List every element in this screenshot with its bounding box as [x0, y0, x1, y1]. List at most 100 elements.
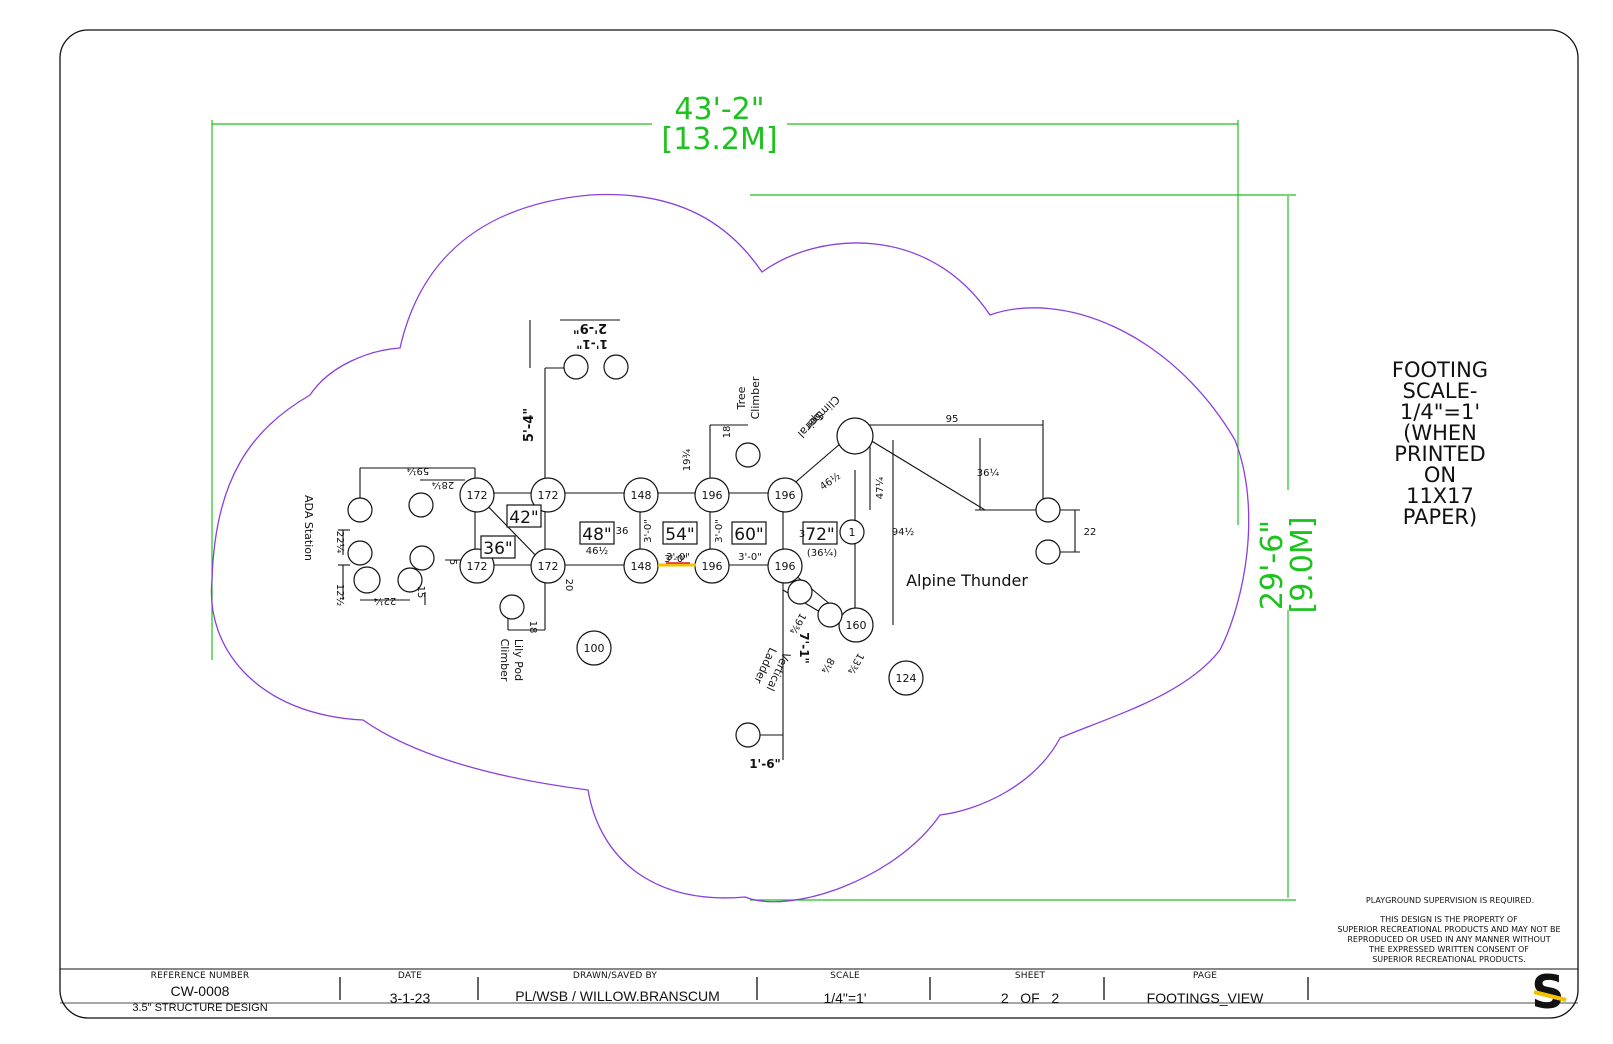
- post-footing: [839, 519, 865, 545]
- drawn-by-value: PL/WSB / WILLOW.BRANSCUM: [515, 988, 720, 1004]
- dimension-text: 13¾: [845, 651, 866, 676]
- scale-note-line: SCALE-: [1402, 379, 1478, 403]
- overall-width-ft: 43'-2": [674, 92, 765, 127]
- dimension-text: 46½: [818, 470, 843, 493]
- dimension-text: 8¼: [818, 656, 837, 676]
- post-labels: 172 172 148 196 196 172 172 148 196 196 …: [467, 489, 917, 685]
- depth-label-bg: [1262, 490, 1314, 610]
- dimension-text: (36¼): [807, 547, 837, 559]
- date-value: 3-1-23: [389, 990, 431, 1006]
- reference-number-label: REFERENCE NUMBER: [150, 971, 250, 981]
- property-note: THIS DESIGN IS THE PROPERTY OF SUPERIOR …: [1337, 915, 1561, 964]
- overall-dimensions: [211, 120, 1296, 901]
- dimension-text: 28¼: [431, 479, 454, 491]
- lily-pod-label: Climber: [498, 639, 511, 682]
- sheet-value: 2 OF 2: [1000, 990, 1060, 1006]
- dimension-text: 3'-0": [666, 552, 690, 563]
- dimension-text: 22: [1084, 527, 1097, 538]
- scale-note-line: PRINTED: [1394, 442, 1486, 466]
- post-label: 172: [538, 560, 559, 573]
- post-footing: [459, 477, 495, 513]
- deck-height: 48": [582, 525, 611, 545]
- dimension-text: 36: [616, 526, 629, 537]
- post-footing: [576, 630, 612, 666]
- spiral-climber-footing: [836, 417, 874, 455]
- post-footing: [530, 477, 566, 513]
- scale-note-line: FOOTING: [1391, 358, 1489, 382]
- dimension-text: 22¼: [373, 595, 396, 607]
- company-logo: S: [1531, 965, 1567, 1019]
- dimension-text: 3'-0": [714, 519, 725, 543]
- dimension-text: 7'-1": [797, 632, 811, 664]
- dimension-text: 36¼: [977, 467, 1000, 479]
- page-label: PAGE: [1192, 971, 1218, 981]
- ada-station-label: ADA Station: [302, 495, 315, 561]
- dimension-text: 59¼: [406, 465, 429, 477]
- post-label: 196: [702, 489, 723, 502]
- scale-note-line: 1/4"=1': [1399, 400, 1481, 424]
- date-label: DATE: [397, 971, 423, 981]
- scale-note-line: PAPER): [1402, 505, 1478, 529]
- dimension-text: 2'-9": [573, 320, 607, 335]
- tree-climber-label: Climber: [749, 376, 762, 419]
- dimension-text: 3: [799, 529, 805, 540]
- dimension-text: 19¾: [682, 448, 693, 471]
- dimension-text: 46½: [586, 545, 609, 557]
- scale-note-line: ON: [1423, 463, 1457, 487]
- structure-frame-lines: [338, 319, 1080, 760]
- dimension-text: 1'-1": [576, 337, 608, 351]
- overall-width-m: [13.2M]: [661, 122, 778, 157]
- post-label: 172: [538, 489, 559, 502]
- accessory-footings: [347, 354, 1061, 748]
- deck-height: 42": [509, 508, 538, 528]
- drawn-by-label: DRAWN/SAVED BY: [572, 971, 658, 981]
- reference-subtitle: 3.5" STRUCTURE DESIGN: [132, 1002, 268, 1014]
- deck-height-tags: 42" 36" 48" 54" 60" 72": [480, 504, 838, 559]
- post-footing: [530, 548, 566, 584]
- deck-height: 72": [805, 525, 834, 545]
- dimension-text: 5'-4": [522, 408, 537, 442]
- dimension-text: 3'-0": [738, 552, 762, 563]
- surfacing-outline: [210, 193, 1250, 903]
- dimension-text: 15: [415, 586, 426, 599]
- scale-note: FOOTING SCALE- 1/4"=1' (WHEN PRINTED ON …: [1380, 360, 1500, 528]
- dimension-text: 20: [563, 579, 574, 592]
- deck-height: 60": [734, 525, 763, 545]
- post-footing: [767, 477, 803, 513]
- post-label: 196: [775, 560, 796, 573]
- post-label: 172: [467, 489, 488, 502]
- post-footing: [623, 477, 659, 513]
- dimension-text: 18: [527, 621, 538, 634]
- post-label: 148: [631, 560, 652, 573]
- post-label: 100: [584, 642, 605, 655]
- dimension-text: 47¼: [874, 476, 886, 499]
- dimension-text: 1'-6": [749, 757, 781, 771]
- overall-depth-ft: 29'-6": [1255, 519, 1290, 611]
- reference-number-value: CW-0008: [170, 983, 230, 999]
- scale-note-line: (WHEN: [1403, 421, 1477, 445]
- sheet-border: [59, 29, 1579, 1019]
- dimension-text: 5: [447, 559, 458, 565]
- dimension-text: 12½: [334, 584, 346, 607]
- scale-label: SCALE: [830, 971, 860, 981]
- post-label: 160: [846, 619, 867, 632]
- tree-climber-label: Tree: [735, 386, 748, 410]
- post-footing: [888, 660, 924, 696]
- page-value: FOOTINGS_VIEW: [1146, 990, 1264, 1006]
- post-label: 196: [702, 560, 723, 573]
- post-footing: [694, 477, 730, 513]
- dimension-text: 94½: [892, 526, 915, 538]
- overall-depth-m: [9.0M]: [1285, 516, 1320, 614]
- width-label-bg: [652, 95, 787, 155]
- overall-width-label: 43'-2" [13.2M]: [652, 95, 787, 155]
- title-block-separators: [339, 977, 1309, 1000]
- post-footing: [767, 548, 803, 584]
- scale-note-line: 11X17: [1406, 484, 1474, 508]
- dimension-text: 22¼: [334, 531, 346, 554]
- dimension-text: 95: [946, 414, 959, 425]
- overall-depth-label: 29'-6" [9.0M]: [1255, 505, 1320, 625]
- post-footing: [838, 607, 874, 643]
- structure-name: Alpine Thunder: [906, 571, 1028, 590]
- dimension-text: 3'-0": [664, 554, 688, 565]
- sheet-label: SHEET: [1014, 971, 1046, 981]
